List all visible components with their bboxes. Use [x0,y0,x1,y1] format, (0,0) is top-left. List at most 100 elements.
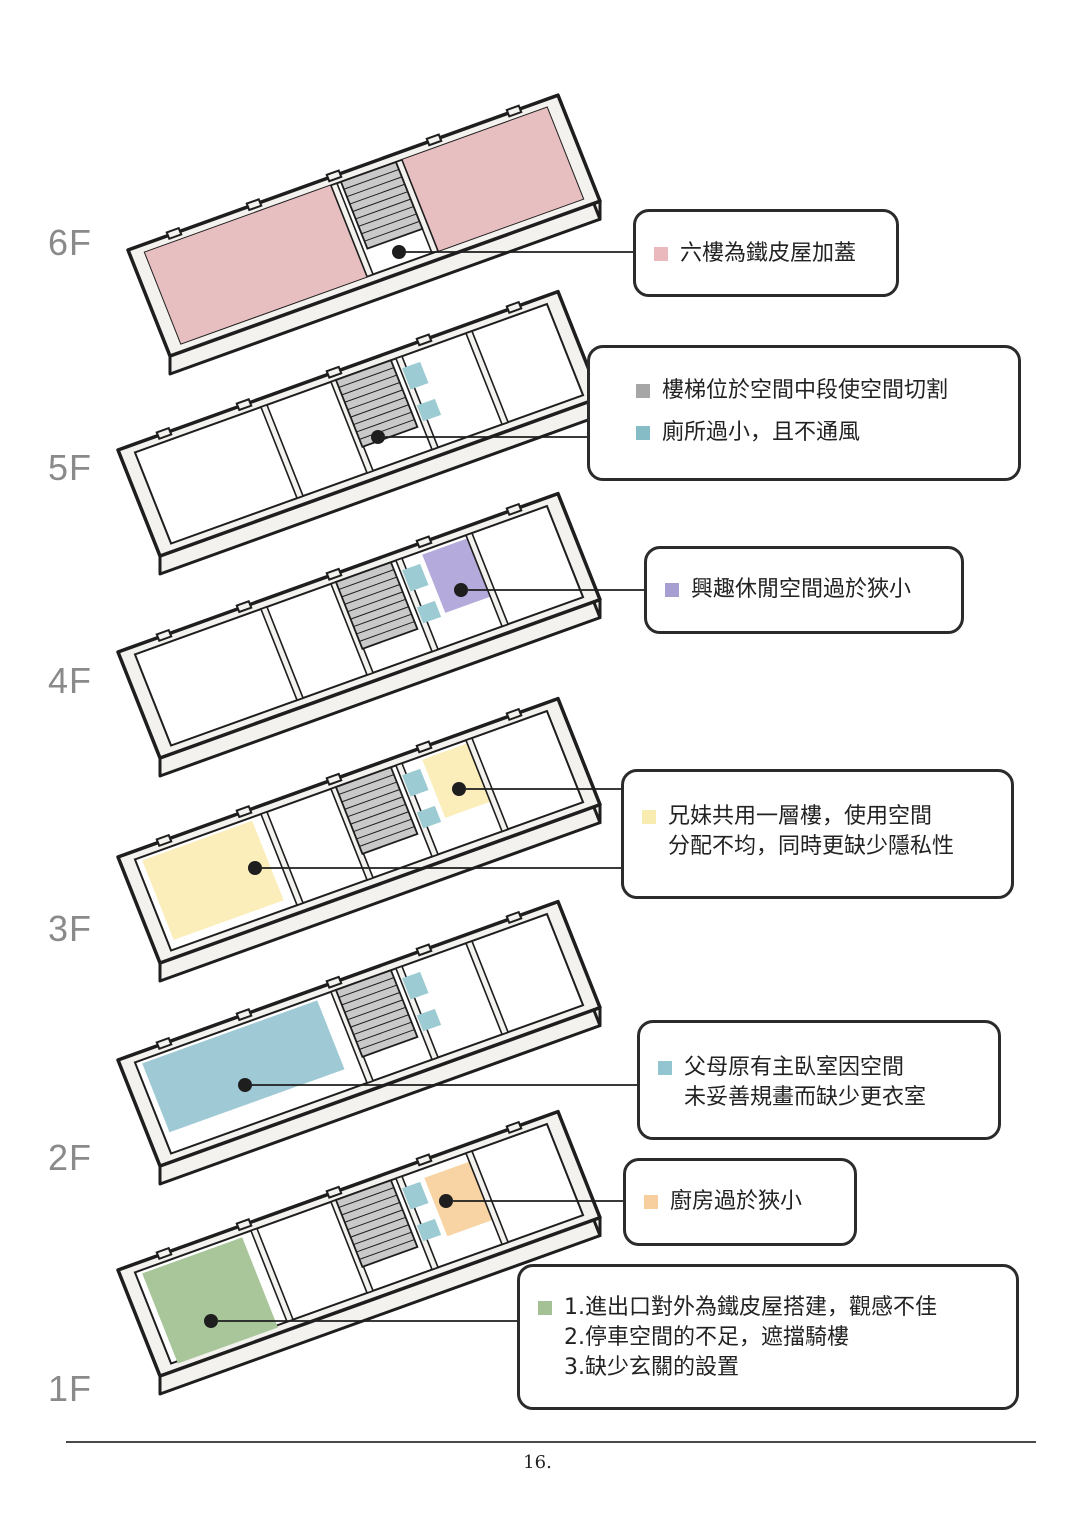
floor-4f [116,491,602,778]
stair-step [343,168,400,190]
toilet-area [416,600,442,624]
stair-step [341,576,397,598]
stair-step [364,220,420,242]
callout-line: 六樓為鐵皮屋加蓋 [654,239,878,269]
legend-swatch [644,1195,658,1209]
toilet-area [402,1181,429,1210]
callout-text: 分配不均，同時更缺少隱私性 [668,834,955,859]
stair-step [338,1187,395,1208]
toilet-area [402,768,429,797]
stair-step [344,789,400,810]
leader-dot [248,861,262,875]
stair-step [347,999,403,1021]
legend-swatch [538,1301,552,1315]
stair-step [341,781,397,803]
stair-step [353,606,409,628]
stair-step [356,1021,412,1043]
stair-step [353,404,409,426]
column [155,833,173,848]
stair-step [347,1209,403,1231]
column [155,628,173,643]
column [325,772,343,786]
callout-2f: 父母原有主臥室因空間 未妥善規畫而缺少更衣室 [637,1020,1001,1140]
callout-text: 父母原有主臥室因空間 [684,1055,905,1080]
callout-line: 未妥善規畫而缺少更衣室 [658,1083,980,1113]
column [325,365,343,379]
partition-wall [259,403,305,500]
callout-1f: 1.進出口對外為鐵皮屋搭建，觀感不佳 2.停車空間的不足，遮擋騎樓 3.缺少玄關… [517,1264,1019,1410]
stair-step [359,419,415,440]
stair-step [350,1216,406,1238]
stair-step [341,1194,397,1216]
partition-wall [329,580,375,676]
stair-step [359,1239,415,1260]
partition-wall [464,330,510,426]
bedroom-area [142,820,284,940]
callout-line: 樓梯位於空間中段使空間切割 [636,376,1000,406]
partition-wall [259,605,305,702]
partition-wall [329,785,375,881]
partition-wall [394,355,440,451]
column [505,104,523,118]
leader-dot [392,245,406,259]
partition-wall [464,737,510,833]
leader-dot [238,1078,252,1092]
stair-step [347,389,403,411]
callout-3f: 兄妹共用一層樓，使用空間 分配不均，同時更缺少隱私性 [621,769,1014,899]
partition-wall [464,532,510,628]
stair-step [356,818,412,840]
stair-step [352,191,408,212]
stair-step [350,803,406,825]
master-bedroom-area [142,1000,345,1133]
partition-wall [329,182,375,278]
column [155,1246,173,1261]
column [415,535,433,549]
column [165,226,183,241]
toilet-area [416,805,442,829]
column [325,567,343,581]
partition-wall [259,810,305,907]
leader-dot [454,583,468,597]
floor-label-2f: 2F [48,1137,93,1178]
floor-label-3f: 3F [48,908,93,949]
partition-wall [329,1198,375,1294]
stair-step [338,977,395,998]
kitchen-area [424,1161,493,1237]
callout-line: 兄妹共用一層樓，使用空間 [642,802,993,832]
page-number: 16. [523,1452,552,1473]
column [325,1185,343,1199]
stair-step [353,1224,409,1246]
callout-text: 1.進出口對外為鐵皮屋搭建，觀感不佳 [564,1295,937,1320]
column [235,398,253,412]
callout-text: 2.停車空間的不足，遮擋騎樓 [564,1325,849,1350]
leader-dot [371,430,385,444]
floor-label-5f: 5F [48,447,93,488]
partition-wall [394,762,440,858]
callout-text: 未妥善規畫而缺少更衣室 [684,1085,927,1110]
column [505,910,523,925]
partition-wall [329,378,375,474]
callout-line: 廚房過於狹小 [644,1187,836,1217]
callout-line: 廁所過小，且不通風 [636,418,1000,448]
stair-step [347,591,403,613]
stair-step [359,621,415,642]
stair-step [344,382,400,403]
column [235,1218,253,1232]
callout-6f: 六樓為鐵皮屋加蓋 [633,209,899,297]
column [325,169,343,183]
stair-step [344,992,400,1013]
callout-1f-kitchen: 廚房過於狹小 [623,1158,857,1246]
stair-step [344,584,400,605]
column [415,740,433,754]
column [235,805,253,819]
toilet-area [416,1008,442,1032]
callout-line: 興趣休閒空間過於狹小 [665,575,943,605]
floor-6f [126,93,602,376]
callout-text: 兄妹共用一層樓，使用空間 [668,804,933,829]
stair-step [350,396,406,418]
floor-label-1f: 1F [48,1368,93,1409]
footer-rule [66,1441,1036,1443]
column [415,943,433,957]
callout-text: 六樓為鐵皮屋加蓋 [680,241,857,266]
